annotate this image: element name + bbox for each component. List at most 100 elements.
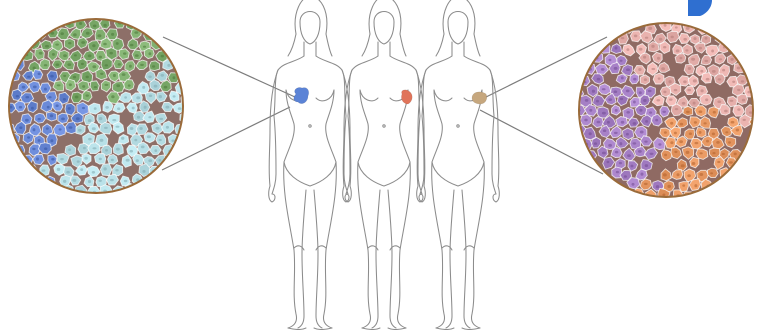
cell-nucleus: [86, 32, 90, 35]
cell-nucleus: [130, 22, 134, 25]
cell-nucleus: [47, 106, 50, 109]
cell-nucleus: [602, 152, 606, 155]
cell-nucleus: [626, 133, 629, 136]
cell-nucleus: [92, 44, 95, 47]
cell-nucleus: [658, 143, 661, 145]
cell-nucleus: [82, 85, 85, 88]
connector-lines: [162, 37, 607, 174]
cell-nucleus: [663, 46, 666, 48]
cell-nucleus: [584, 119, 587, 122]
cell-nucleus: [741, 80, 744, 82]
tissue-cell-pink: [715, 32, 727, 43]
cell-nucleus: [732, 81, 735, 83]
left-cell-cluster: [3, 18, 192, 198]
cell-nucleus: [57, 168, 61, 171]
cell-nucleus: [73, 33, 77, 36]
cell-nucleus: [700, 152, 703, 154]
cell-nucleus: [621, 77, 624, 80]
cell-nucleus: [689, 132, 692, 135]
cell-nucleus: [116, 148, 120, 151]
cell-nucleus: [633, 122, 637, 125]
cell-nucleus: [93, 147, 97, 149]
cell-nucleus: [712, 152, 715, 154]
cell-nucleus: [743, 119, 746, 121]
cell-nucleus: [55, 44, 59, 46]
cell-nucleus: [19, 126, 22, 129]
cell-nucleus: [134, 31, 138, 34]
cell-nucleus: [645, 120, 648, 123]
cell-nucleus: [31, 107, 34, 110]
cell-nucleus: [602, 112, 606, 115]
cell-nucleus: [93, 25, 97, 28]
cell-nucleus: [601, 68, 605, 71]
cell-nucleus: [648, 27, 652, 30]
cell-nucleus: [140, 64, 144, 66]
cell-nucleus: [97, 34, 101, 37]
cell-nucleus: [73, 76, 76, 79]
cell-nucleus: [94, 107, 97, 110]
cell-nucleus: [173, 76, 176, 79]
cell-nucleus: [615, 109, 618, 112]
cell-nucleus: [128, 84, 131, 86]
tissue-cell-blue: [33, 70, 43, 80]
cell-nucleus: [620, 142, 623, 145]
cell-nucleus: [633, 142, 637, 144]
cell-nucleus: [161, 55, 164, 58]
cell-nucleus: [39, 32, 43, 35]
cell-nucleus: [74, 54, 77, 56]
cell-nucleus: [626, 68, 630, 71]
cell-nucleus: [100, 139, 104, 142]
cell-nucleus: [711, 50, 714, 53]
cell-nucleus: [655, 119, 658, 122]
cell-nucleus: [680, 123, 684, 126]
cell-nucleus: [713, 111, 716, 114]
cell-nucleus: [589, 109, 592, 112]
cell-nucleus: [736, 129, 740, 132]
cell-nucleus: [706, 140, 709, 143]
cell-nucleus: [722, 153, 725, 155]
cell-nucleus: [147, 135, 151, 138]
cell-nucleus: [46, 127, 49, 129]
cell-nucleus: [149, 52, 152, 55]
tissue-cell-blue: [12, 89, 22, 100]
cell-nucleus: [658, 77, 661, 79]
cell-nucleus: [161, 74, 165, 77]
cell-nucleus: [737, 89, 740, 91]
cell-nucleus: [130, 127, 134, 130]
cell-nucleus: [633, 101, 636, 104]
cell-nucleus: [615, 151, 618, 154]
cell-nucleus: [38, 118, 41, 120]
cell-nucleus: [113, 74, 116, 77]
cell-nucleus: [699, 110, 703, 113]
cell-nucleus: [608, 59, 611, 61]
cell-nucleus: [602, 88, 606, 90]
cell-nucleus: [686, 27, 690, 30]
cell-nucleus: [83, 147, 86, 150]
cell-nucleus: [86, 76, 89, 79]
cell-nucleus: [670, 141, 673, 144]
cell-nucleus: [68, 148, 71, 151]
cell-nucleus: [614, 90, 618, 93]
cell-nucleus: [648, 90, 652, 92]
cell-nucleus: [614, 67, 618, 70]
cell-nucleus: [704, 60, 708, 62]
cell-nucleus: [693, 102, 696, 105]
cell-nucleus: [717, 100, 721, 103]
cell-nucleus: [16, 95, 19, 97]
cell-nucleus: [139, 127, 142, 130]
cell-nucleus: [75, 96, 79, 99]
cell-nucleus: [121, 137, 124, 140]
cell-nucleus: [725, 131, 728, 133]
cell-nucleus: [717, 161, 720, 163]
cell-nucleus: [686, 111, 690, 113]
cell-nucleus: [651, 45, 654, 48]
cell-nucleus: [693, 79, 697, 82]
cell-nucleus: [63, 75, 66, 77]
cell-nucleus: [688, 67, 691, 70]
cell-nucleus: [63, 98, 66, 101]
cell-nucleus: [619, 162, 622, 164]
cell-nucleus: [624, 175, 627, 178]
cell-nucleus: [651, 68, 655, 70]
cell-nucleus: [25, 96, 29, 98]
cell-nucleus: [33, 67, 36, 70]
